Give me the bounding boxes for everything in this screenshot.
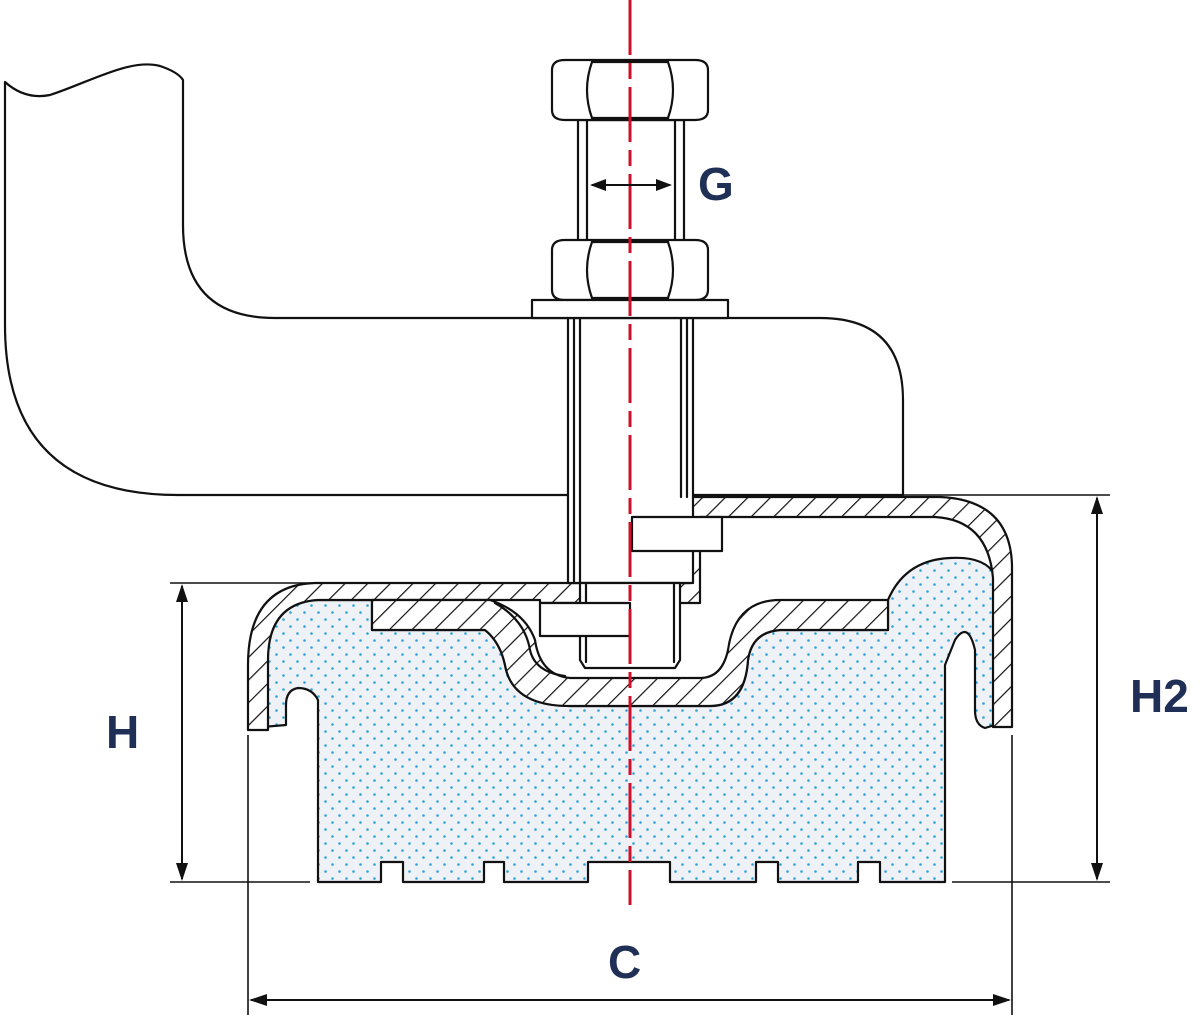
machine-bracket: [3, 63, 905, 497]
dimension-c: [247, 735, 1013, 1015]
inner-cup: [370, 598, 890, 708]
top-cover-plate: [246, 495, 1014, 732]
dimension-g: [590, 179, 672, 191]
label-h2: H2: [1130, 670, 1189, 722]
label-h: H: [106, 706, 139, 758]
dimension-h: [170, 582, 318, 883]
insert-lower: [538, 601, 632, 638]
cup-recess: [493, 601, 567, 678]
insert-upper: [630, 515, 724, 553]
label-c: C: [608, 936, 641, 988]
dimension-h2: [903, 494, 1110, 883]
label-g: G: [698, 158, 734, 210]
